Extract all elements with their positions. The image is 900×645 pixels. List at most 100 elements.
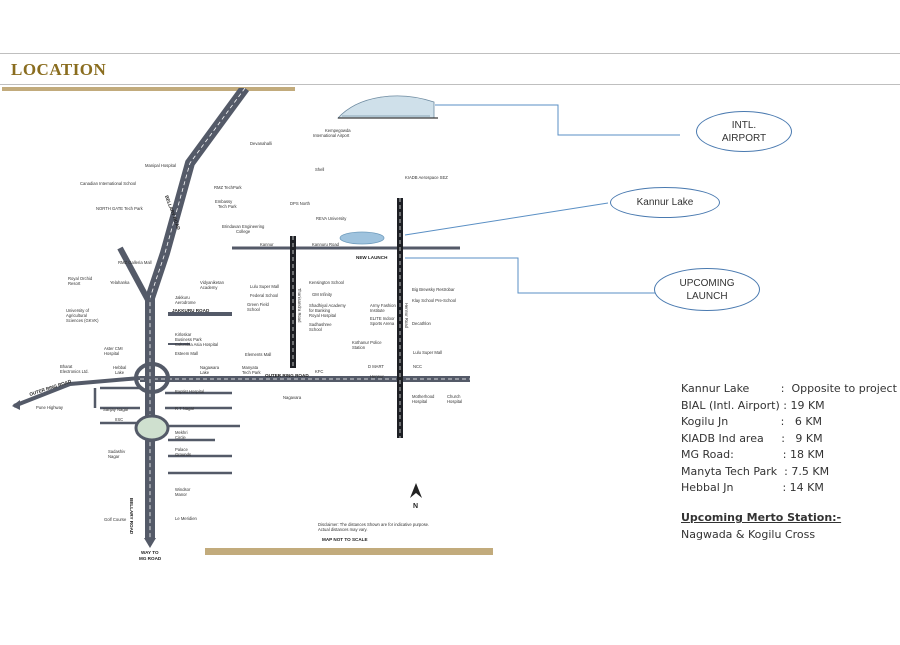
- place-motherhood: Motherhood: [412, 394, 435, 399]
- place-decathlon: Decathlon: [412, 321, 432, 326]
- place-golf: Golf Course: [104, 517, 127, 522]
- place-sadhashree: Sadhashree: [309, 322, 332, 327]
- place-lulu-right: Lulu Super Mall: [413, 350, 442, 355]
- place-green-field: Green Field: [247, 302, 270, 307]
- place-bharat-2: Electronics Ltd.: [60, 369, 89, 374]
- road-label-outer-ring-right: OUTER RING ROAD: [265, 373, 309, 378]
- road-label-jakkuru: JAKKURU ROAD: [172, 308, 210, 313]
- place-sadhashree-2: School: [309, 327, 322, 332]
- place-reva: REVA University: [316, 216, 347, 221]
- place-new-launch: NEW LAUNCH: [356, 255, 388, 260]
- place-sanjay: Sanjay Nagar: [103, 407, 129, 412]
- place-brindavan-2: College: [236, 229, 251, 234]
- map-not-to-scale: MAP NOT TO SCALE: [322, 537, 368, 542]
- page-title: LOCATION: [11, 60, 107, 79]
- place-devanahalli: Devanahalli: [250, 141, 272, 146]
- place-royal-hospital: Royal Hospital: [309, 313, 336, 318]
- place-federal: Federal School: [250, 293, 278, 298]
- place-kiadb: KIADB Aerospace SEZ: [405, 175, 448, 180]
- distance-row: BIAL (Intl. Airport) : 19 KM: [681, 398, 825, 412]
- place-pune-hwy: Pune Highway: [36, 405, 64, 410]
- place-kannuru-road: Kannuru Road: [312, 242, 340, 247]
- place-windsor: Windsor: [175, 487, 191, 492]
- place-elite-2: Sports Arena: [370, 321, 395, 326]
- place-vidyaniketan: Vidyaniketan: [200, 280, 225, 285]
- place-palace: Palace: [175, 447, 188, 452]
- callout-airport-line2: AIRPORT: [721, 132, 767, 144]
- place-baptist: Baptist Hospital: [175, 389, 204, 394]
- place-esteem: Esteem Mall: [175, 351, 198, 356]
- road-label-mg-road: MG ROAD: [139, 556, 162, 561]
- place-elite: ELITE Indoor: [370, 316, 395, 321]
- location-map: N BELLARY ROAD BELLARY ROAD OUTER RING R…: [12, 88, 680, 561]
- callout-upcoming-line2: LAUNCH: [686, 290, 728, 302]
- place-embassy-2: Tech Park: [218, 204, 238, 209]
- place-windsor-2: Manor: [175, 492, 187, 497]
- callout-kannur-lake: Kannur Lake: [610, 187, 720, 218]
- place-hebbal-lake-2: Lake: [115, 370, 125, 375]
- road-label-thanisandra: Thanisandra Road: [297, 288, 302, 323]
- road-label-hennur: Hennur Road: [404, 303, 409, 329]
- callout-airport-line1: INTL.: [731, 119, 757, 131]
- top-rule: [0, 53, 900, 54]
- place-sadashiv: Sadashiv: [108, 449, 126, 454]
- metro-stations: Nagwada & Kogilu Cross: [681, 528, 816, 541]
- place-mekhri-2: Circle: [175, 435, 186, 440]
- place-hebbal-lake: Hebbal: [113, 365, 126, 370]
- place-brewsky: Big Brewsky Restrobar: [412, 287, 455, 292]
- place-le-meridien: Le Meridien: [175, 516, 198, 521]
- place-iisc: IISC: [115, 417, 123, 422]
- place-lulu-top: Lulu Super Mall: [250, 284, 279, 289]
- place-nagavara: Nagavara: [283, 395, 302, 400]
- place-shadhiyal: Shadhiyal Academy: [309, 303, 347, 308]
- place-nagawara-lake-2: Lake: [200, 370, 210, 375]
- place-army: Army Fashion: [370, 303, 397, 308]
- map-disclaimer-2: Actual distances may vary.: [318, 527, 368, 532]
- place-motherhood-2: Hospital: [412, 399, 427, 404]
- metro-heading: Upcoming Merto Station:-: [681, 511, 842, 524]
- place-church: Church: [447, 394, 461, 399]
- place-elements: Elements Mall: [245, 352, 271, 357]
- place-nagawara-lake: Nagawara: [200, 365, 220, 370]
- place-kfc: KFC: [315, 369, 323, 374]
- place-kempegowda: Kempegowda: [325, 128, 351, 133]
- place-columbia: Columbia Asia Hospital: [175, 342, 218, 347]
- place-royal-orchid-2: Resort: [68, 281, 81, 286]
- place-northgate: NORTH GATE Tech Park: [96, 206, 144, 211]
- callout-intl-airport: INTL.AIRPORT: [696, 111, 792, 152]
- place-kothanur-police: Kothanur Police: [352, 340, 382, 345]
- place-aster-2: Hospital: [104, 351, 119, 356]
- place-rmz-galleria: RMZ Galleria Mall: [118, 260, 152, 265]
- place-kirloskar: Kirloskar: [175, 332, 192, 337]
- place-embassy: Embassy: [215, 199, 233, 204]
- distance-row: MG Road: : 18 KM: [681, 448, 825, 461]
- place-sadashiv-2: Nagar: [108, 454, 120, 459]
- map-disclaimer: Disclaimer: The distances Shown are for …: [318, 522, 429, 527]
- place-brindavan: Brindavan Engineering: [222, 224, 265, 229]
- place-univ-3: Sciences (GKVK): [66, 318, 99, 323]
- road-label-way-to: WAY TO: [141, 550, 159, 555]
- place-kannur: Kannur: [260, 242, 274, 247]
- place-kothanur-police-2: Station: [352, 345, 366, 350]
- place-church-2: Hospital: [447, 399, 462, 404]
- place-manipal: Manipal Hospital: [145, 163, 176, 168]
- north-label: N: [413, 503, 418, 510]
- place-manyata-2: Tech Park: [242, 370, 262, 375]
- place-dmart: D MART: [368, 364, 384, 369]
- distance-list: Kannur Lake : Opposite to project BIAL (…: [681, 381, 897, 497]
- distance-row: KIADB Ind area : 9 KM: [681, 431, 823, 445]
- place-shadhiyal-2: for Banking: [309, 308, 331, 313]
- place-dps: DPS North: [290, 201, 311, 206]
- title-rule: [0, 84, 900, 85]
- place-klay: Klay School Pre-School: [412, 298, 456, 303]
- callout-kannur-lake-label: Kannur Lake: [636, 197, 694, 208]
- place-mekhri: Mekhri: [175, 430, 188, 435]
- place-jakkuru-aero: Jakkuru: [175, 295, 190, 300]
- place-jakkuru-aero-2: Aerodrome: [175, 300, 196, 305]
- place-hennur: Hennur: [370, 374, 384, 379]
- road-label-bellary-bottom: BELLARY ROAD: [129, 498, 134, 535]
- place-univ-2: Agricultural: [66, 313, 87, 318]
- place-yelahanka: Yelahanka: [110, 280, 130, 285]
- place-army-2: Institute: [370, 308, 385, 313]
